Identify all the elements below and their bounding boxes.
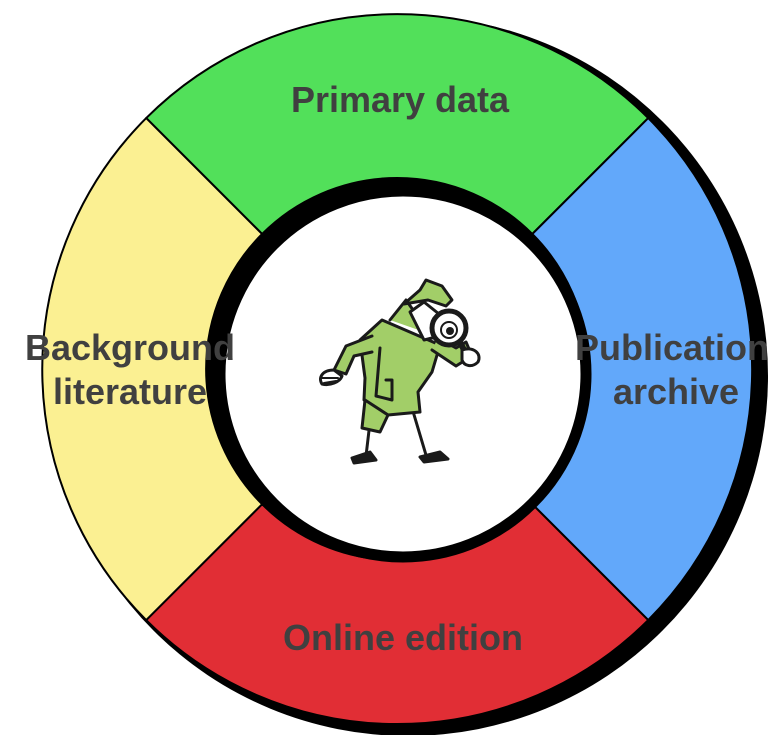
detective-with-magnifying-glass-icon	[319, 278, 481, 465]
label-online-edition: Online edition	[283, 617, 523, 658]
label-publication-archive-line1: Publication	[575, 327, 769, 368]
label-primary-data: Primary data	[291, 79, 510, 120]
label-background-literature-line2: literature	[53, 371, 207, 412]
segment-background-literature	[41, 117, 264, 622]
label-publication-archive-line2: archive	[613, 371, 739, 412]
label-background-literature-line1: Background	[25, 327, 235, 368]
segment-primary-data	[145, 13, 650, 235]
